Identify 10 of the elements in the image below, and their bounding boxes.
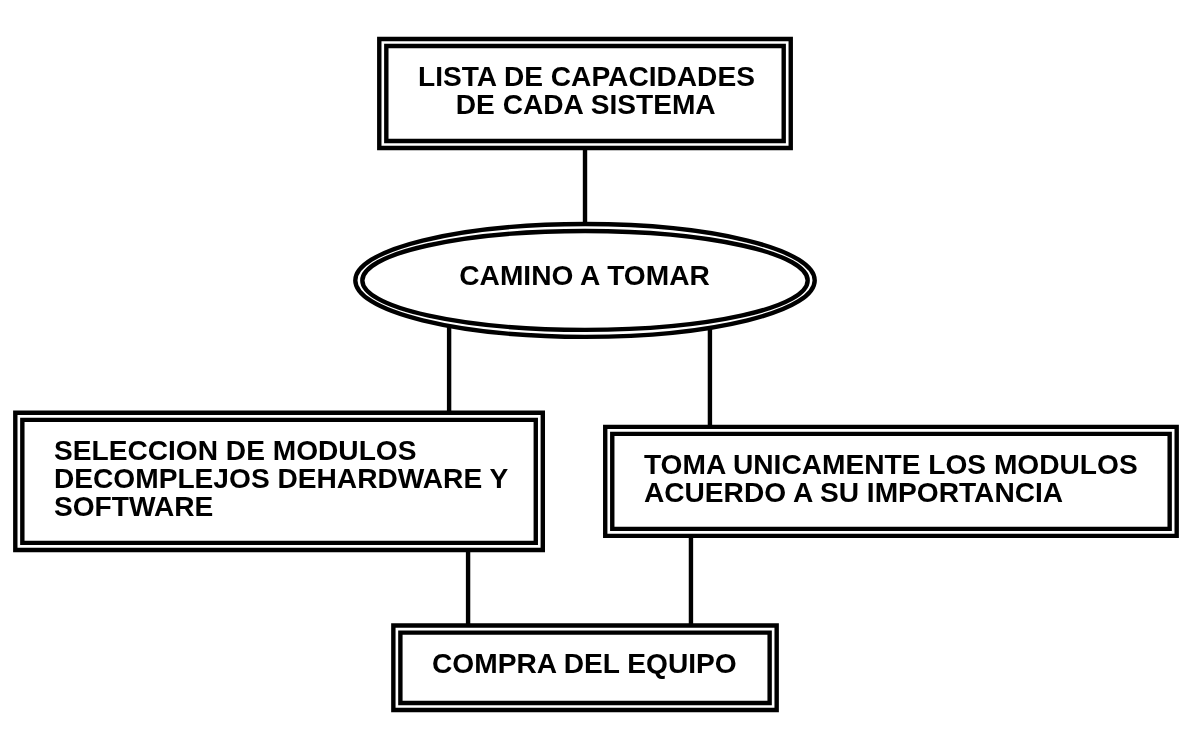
node-box: TOMA UNICAMENTE LOS MODULOS ACUERDO A SU IMPORTANCIA (603, 424, 1179, 538)
node-box: LISTA DE CAPACIDADES DE CADA SISTEMA (377, 36, 793, 150)
connector (446, 326, 452, 413)
connector (707, 328, 713, 427)
node-ellipse: CAMINO A TOMAR (353, 221, 817, 339)
connector (582, 147, 588, 224)
connector (688, 535, 694, 625)
node-box: SELECCION DE MODULOS DECOMPLEJOS DEHARDWARE Y SOFTWARE (13, 410, 545, 552)
node-box: COMPRA DEL EQUIPO (391, 622, 779, 712)
connector (465, 549, 471, 625)
